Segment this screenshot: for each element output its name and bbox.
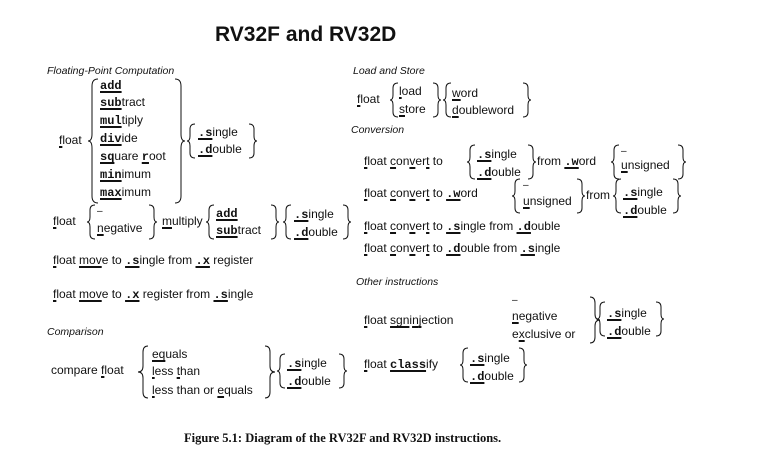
fp-op-item: minimum bbox=[100, 167, 151, 182]
move-to-single-row: float move to .single from .x register bbox=[53, 253, 254, 268]
section-other: Other instructions bbox=[356, 276, 439, 288]
sign-op-right-brace bbox=[589, 296, 601, 344]
fused-negative: negative bbox=[97, 221, 143, 235]
conv-double-from-single: float convert to .double from .single bbox=[364, 241, 561, 256]
compare-prec-left-brace bbox=[276, 353, 286, 389]
sign-injection-label: float sgninjection bbox=[364, 313, 454, 327]
conv1-from-word: from .word bbox=[537, 154, 597, 169]
fp-prec-left-brace bbox=[186, 123, 196, 159]
fp-ops-left-brace bbox=[87, 78, 99, 204]
compare-prec-single: .single bbox=[287, 356, 327, 371]
fp-op-item: divide bbox=[100, 131, 138, 146]
conv-float-convert-label-1: float convert to bbox=[364, 154, 443, 168]
ls-float-label: float bbox=[357, 92, 380, 106]
conv2-from: from bbox=[586, 188, 610, 202]
fused-neg-right-brace bbox=[148, 204, 158, 240]
conv2-unsigned: unsigned bbox=[523, 194, 572, 208]
conv1-double: .double bbox=[477, 165, 521, 180]
conv1-prec-right-brace bbox=[527, 144, 537, 180]
compare-op-item: equals bbox=[152, 347, 188, 361]
fp-prec-right-brace bbox=[248, 123, 258, 159]
move-to-x-row: float move to .x register from .single bbox=[53, 287, 254, 302]
section-fp-computation: Floating-Point Computation bbox=[47, 65, 175, 77]
ls-op-right-brace bbox=[432, 82, 442, 118]
conv1-unsigned-empty-option: – bbox=[621, 146, 627, 157]
fp-prec-single: .single bbox=[198, 125, 238, 140]
conv1-single: .single bbox=[477, 147, 517, 162]
conv2-unsigned-left-brace bbox=[511, 178, 521, 214]
fp-op-item: maximum bbox=[100, 185, 151, 200]
fp-op-item: subtract bbox=[100, 95, 145, 110]
fused-prec-single: .single bbox=[294, 207, 334, 222]
conv2-single: .single bbox=[623, 185, 663, 200]
conv1-unsigned-right-brace bbox=[677, 144, 687, 180]
classify-prec-left-brace bbox=[459, 347, 469, 383]
conv2-prec-right-brace bbox=[672, 178, 682, 214]
ls-store: store bbox=[399, 102, 426, 116]
fp-float-label: float bbox=[59, 133, 82, 147]
fp-prec-double: .double bbox=[198, 142, 242, 157]
classify-double: .double bbox=[470, 369, 514, 384]
classify-prec-right-brace bbox=[518, 347, 528, 383]
section-comparison: Comparison bbox=[47, 326, 104, 338]
ls-size-right-brace bbox=[522, 82, 532, 118]
compare-prec-right-brace bbox=[338, 353, 348, 389]
compare-op-item: less than bbox=[152, 364, 201, 378]
figure-caption: Figure 5.1: Diagram of the RV32F and RV3… bbox=[184, 431, 502, 445]
conv-float-convert-label-2: float convert to .word bbox=[364, 186, 478, 201]
compare-op-item: less than or equals bbox=[152, 383, 253, 397]
conv2-unsigned-right-brace bbox=[576, 178, 586, 214]
section-conversion: Conversion bbox=[351, 124, 405, 136]
sign-negative: negative bbox=[512, 309, 558, 323]
ls-op-left-brace bbox=[389, 82, 399, 118]
sign-prec-right-brace bbox=[655, 301, 665, 337]
sign-exclusive-or: exclusive or bbox=[512, 327, 576, 341]
conv1-unsigned-left-brace bbox=[610, 144, 620, 180]
sign-double: .double bbox=[607, 324, 651, 339]
fused-prec-right-brace bbox=[342, 204, 352, 240]
sign-empty-option: – bbox=[512, 295, 518, 306]
conv-single-from-double: float convert to .single from .double bbox=[364, 219, 561, 234]
page-title: RV32F and RV32D bbox=[215, 23, 397, 46]
fused-float-label: float bbox=[53, 214, 76, 228]
compare-float-label: compare float bbox=[51, 363, 124, 377]
conv2-unsigned-empty-option: – bbox=[523, 180, 529, 191]
sign-single: .single bbox=[607, 306, 647, 321]
fused-op-left-brace bbox=[205, 204, 215, 240]
classify-label: float classify bbox=[364, 357, 439, 372]
fused-op-right-brace bbox=[270, 204, 280, 240]
fp-op-item: square root bbox=[100, 149, 166, 164]
compare-right-brace bbox=[264, 345, 276, 399]
ls-load: load bbox=[399, 84, 422, 98]
ls-size-left-brace bbox=[442, 82, 452, 118]
fused-prec-double: .double bbox=[294, 225, 338, 240]
fused-neg-left-brace bbox=[86, 204, 96, 240]
conv1-unsigned: unsigned bbox=[621, 158, 670, 172]
sign-prec-left-brace bbox=[596, 301, 606, 337]
fused-add: add bbox=[216, 207, 238, 221]
conv1-prec-left-brace bbox=[466, 144, 476, 180]
fused-neg-empty-option: – bbox=[97, 206, 103, 217]
fused-prec-left-brace bbox=[282, 204, 292, 240]
fp-op-item: multiply bbox=[100, 113, 143, 128]
fp-op-item: add bbox=[100, 79, 122, 93]
fp-ops-right-brace bbox=[174, 78, 186, 204]
fused-subtract: subtract bbox=[216, 223, 261, 238]
conv2-double: .double bbox=[623, 203, 667, 218]
classify-single: .single bbox=[470, 351, 510, 366]
ls-doubleword: doubleword bbox=[452, 103, 515, 117]
conv2-prec-left-brace bbox=[612, 178, 622, 214]
ls-word: word bbox=[452, 86, 479, 100]
compare-left-brace bbox=[137, 345, 149, 399]
section-load-store: Load and Store bbox=[353, 65, 425, 77]
fused-multiply: multiply bbox=[162, 214, 203, 228]
compare-prec-double: .double bbox=[287, 374, 331, 389]
